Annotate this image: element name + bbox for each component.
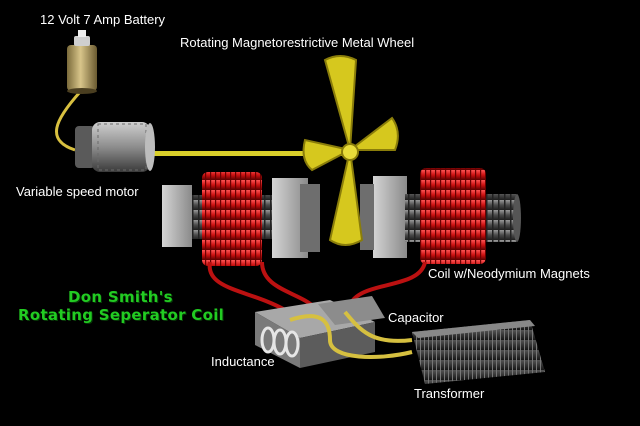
motor-shaft bbox=[150, 151, 350, 156]
battery-icon bbox=[67, 30, 97, 94]
transformer-label: Transformer bbox=[414, 386, 485, 401]
transformer-icon bbox=[412, 320, 545, 384]
capacitor-label: Capacitor bbox=[388, 310, 444, 325]
inductance-coil-icon bbox=[260, 326, 300, 358]
battery-wire bbox=[55, 91, 82, 152]
coil-label: Coil w/Neodymium Magnets bbox=[428, 266, 590, 281]
diagram-title-line1: Don Smith's bbox=[68, 288, 173, 306]
motor-label: Variable speed motor bbox=[16, 184, 139, 199]
magnetostrictive-wheel bbox=[302, 55, 399, 246]
transformer-wires bbox=[289, 310, 413, 359]
battery-label: 12 Volt 7 Amp Battery bbox=[40, 12, 166, 27]
right-red-coil bbox=[420, 168, 486, 264]
motor-icon bbox=[75, 122, 155, 172]
diagram-title-line2: Rotating Seperator Coil bbox=[18, 306, 225, 324]
left-red-coil bbox=[202, 172, 262, 266]
inductance-label: Inductance bbox=[211, 354, 275, 369]
wheel-label: Rotating Magnetorestrictive Metal Wheel bbox=[180, 35, 415, 50]
